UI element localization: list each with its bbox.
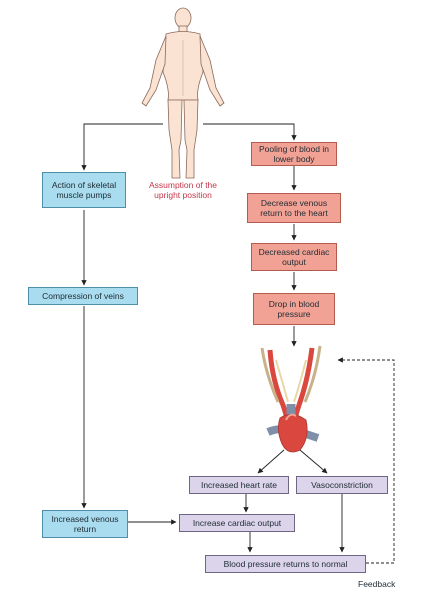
- human-figure: [141, 7, 225, 179]
- box-decrease-venous-return: Decrease venous return to the heart: [247, 193, 341, 223]
- caption-upright-position: Assumption of the upright position: [148, 180, 218, 200]
- label-feedback: Feedback: [358, 579, 396, 589]
- box-vasoconstriction: Vasoconstriction: [296, 476, 388, 494]
- blood-vessels-heart: [260, 345, 322, 453]
- box-compression-of-veins: Compression of veins: [28, 287, 138, 305]
- box-increased-heart-rate: Increased heart rate: [189, 476, 289, 494]
- box-increase-cardiac-output: Increase cardiac output: [179, 514, 295, 532]
- box-blood-pressure-normal: Blood pressure returns to normal: [205, 555, 366, 573]
- connectors: [81, 123, 395, 564]
- box-drop-in-blood-pressure: Drop in blood pressure: [253, 293, 335, 325]
- box-skeletal-muscle-pumps: Action of skeletal muscle pumps: [42, 172, 126, 208]
- box-pooling-of-blood: Pooling of blood in lower body: [251, 142, 337, 166]
- box-increased-venous-return: Increased venous return: [42, 510, 128, 538]
- box-decreased-cardiac-output: Decreased cardiac output: [251, 243, 337, 271]
